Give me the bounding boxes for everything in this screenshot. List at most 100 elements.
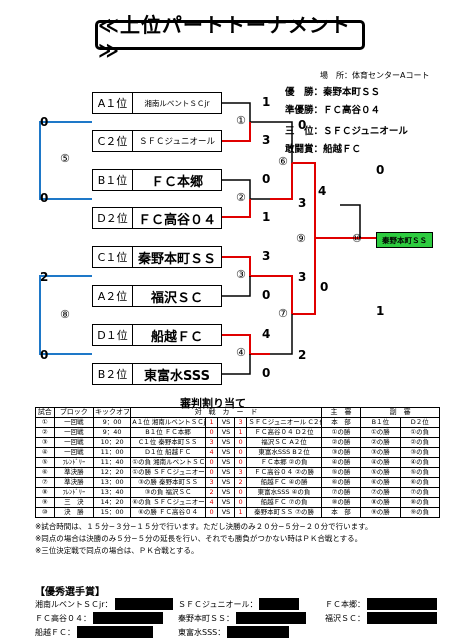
bracket-line-m3: [222, 276, 251, 297]
team-seed: B１位: [93, 170, 133, 190]
score: 3: [298, 196, 307, 210]
match-label: ⑧: [60, 308, 70, 321]
redacted-name: [93, 612, 163, 624]
mvp-team-label: ＦＣ高谷０４：: [35, 613, 91, 623]
team-name: ＦＣ本郷: [150, 174, 203, 190]
cell-sub-referee: ②の負: [399, 437, 441, 448]
bracket-line-m7-win: [270, 238, 316, 315]
mvp-item: 湘南ルベントＳＣjr：: [35, 598, 173, 610]
bracket-line-m7: [270, 314, 293, 355]
team-seed: A１位: [93, 93, 133, 113]
team-slot-6: A２位 福沢ＳＣ: [92, 285, 222, 307]
cell-away-team: 東富水SSS ④の負: [246, 487, 322, 498]
team-seed: D２位: [93, 208, 133, 228]
cell-kickoff: 15：00: [92, 507, 132, 518]
mvp-item: 東富水SSS：: [178, 626, 290, 638]
score: 2: [298, 348, 307, 362]
col-header: 主 審: [320, 407, 362, 418]
cell-vs: VS: [217, 507, 235, 518]
cell-block: 三 決: [53, 497, 94, 508]
cell-block: ﾌﾚﾝﾄﾞﾘｰ: [53, 487, 94, 498]
score: 0: [262, 288, 271, 302]
bracket-line-m4-win: [222, 334, 270, 355]
score: 4: [318, 184, 327, 198]
cell-sub-referee: ④の勝: [360, 457, 401, 468]
team-slot-4: D２位 ＦＣ高谷０４: [92, 207, 222, 229]
cell-main-referee: ⑧の勝: [320, 497, 362, 508]
col-header: 試合: [35, 407, 55, 418]
bracket-line-m5: [39, 121, 92, 200]
cell-home-team: ⑥の勝 ＦＣ高谷０４: [130, 507, 206, 518]
cell-home-team: C１位 秦野本町ＳＳ: [130, 437, 206, 448]
match-label: ⑩: [352, 232, 362, 245]
cell-vs: VS: [217, 427, 235, 438]
cell-away-score: 0: [233, 497, 248, 508]
cell-home-team: D１位 船越ＦＣ: [130, 447, 206, 458]
cell-main-referee: 本 部: [320, 417, 362, 428]
match-label: ⑨: [296, 232, 306, 245]
cell-match-no: ③: [35, 437, 55, 448]
score: 0: [298, 118, 307, 132]
match-label: ⑤: [60, 152, 70, 165]
cell-sub-referee: D２位: [399, 417, 441, 428]
cell-match-no: ⑨: [35, 497, 55, 508]
cell-vs: VS: [217, 417, 235, 428]
mvp-item: ＳＦＣジュニオール：: [178, 598, 300, 610]
cell-main-referee: ③の勝: [320, 447, 362, 458]
bracket-line-final-loser: [340, 204, 361, 238]
bracket-line-m1-win: [222, 122, 251, 142]
team-slot-5: C１位 秦野本町ＳＳ: [92, 246, 222, 268]
mvp-item: ＦＣ高谷０４：: [35, 612, 163, 624]
score: 0: [320, 280, 329, 294]
cell-home-team: ①の負 湘南ルベントＳＣjr: [130, 457, 206, 468]
cell-sub-referee: ③の勝: [360, 447, 401, 458]
cell-home-score: 0: [204, 457, 219, 468]
score: 0: [40, 191, 49, 205]
col-header: 副 審: [360, 407, 440, 418]
bracket-line-m6: [270, 121, 293, 163]
cell-kickoff: 13：40: [92, 487, 132, 498]
match-label: ③: [236, 268, 246, 281]
note-line: ※三位決定戦で同点の場合は、ＰＫ合戦とする。: [35, 546, 199, 555]
cell-home-team: A１位 湘南ルベントＳＣjr: [130, 417, 206, 428]
cell-home-score: 0: [204, 427, 219, 438]
match-label: ⑥: [278, 155, 288, 168]
cell-match-no: ④: [35, 447, 55, 458]
team-seed: B２位: [93, 364, 133, 384]
score: 1: [376, 304, 385, 318]
team-seed: D１位: [93, 325, 133, 345]
cell-main-referee: ④の勝: [320, 457, 362, 468]
cell-sub-referee: ⑨の負: [399, 507, 441, 518]
cell-block: 一回戦: [53, 437, 94, 448]
bracket-line-m1: [222, 102, 270, 123]
cell-main-referee: ②の勝: [320, 437, 362, 448]
award-winner: 優 勝：秦野本町ＳＳ: [285, 87, 381, 98]
cell-vs: VS: [217, 437, 235, 448]
bracket-line-m2-win: [222, 199, 251, 218]
cell-sub-referee: ⑦の負: [399, 487, 441, 498]
cell-home-score: 1: [204, 417, 219, 428]
award-runner-up: 準優勝：ＦＣ高谷０４: [285, 105, 381, 116]
score: 1: [262, 210, 271, 224]
cell-vs: VS: [217, 477, 235, 488]
team-name: 東富水SSS: [144, 368, 210, 384]
cell-kickoff: 11：40: [92, 457, 132, 468]
mvp-item: 秦野本町ＳＳ：: [178, 612, 306, 624]
cell-match-no: ⑥: [35, 467, 55, 478]
note-line: ※同点の場合は決勝のみ５分−５分の延長を行い、それでも勝負がつかない時はＰＫ合戦…: [35, 534, 363, 543]
cell-kickoff: 13：00: [92, 477, 132, 488]
cell-block: 一回戦: [53, 427, 94, 438]
team-name: ＳＦＣジュニオール: [139, 137, 215, 147]
bracket-line-m8: [39, 275, 92, 355]
cell-kickoff: 10：20: [92, 437, 132, 448]
cell-sub-referee: ⑨の勝: [360, 507, 401, 518]
cell-sub-referee: ⑧の勝: [360, 497, 401, 508]
cell-away-score: 2: [233, 477, 248, 488]
cell-away-score: 0: [233, 457, 248, 468]
redacted-name: [227, 626, 290, 638]
score: 2: [40, 270, 49, 284]
cell-sub-referee: ⑥の負: [399, 477, 441, 488]
venue: 場 所：体育センターAコート: [320, 71, 430, 80]
